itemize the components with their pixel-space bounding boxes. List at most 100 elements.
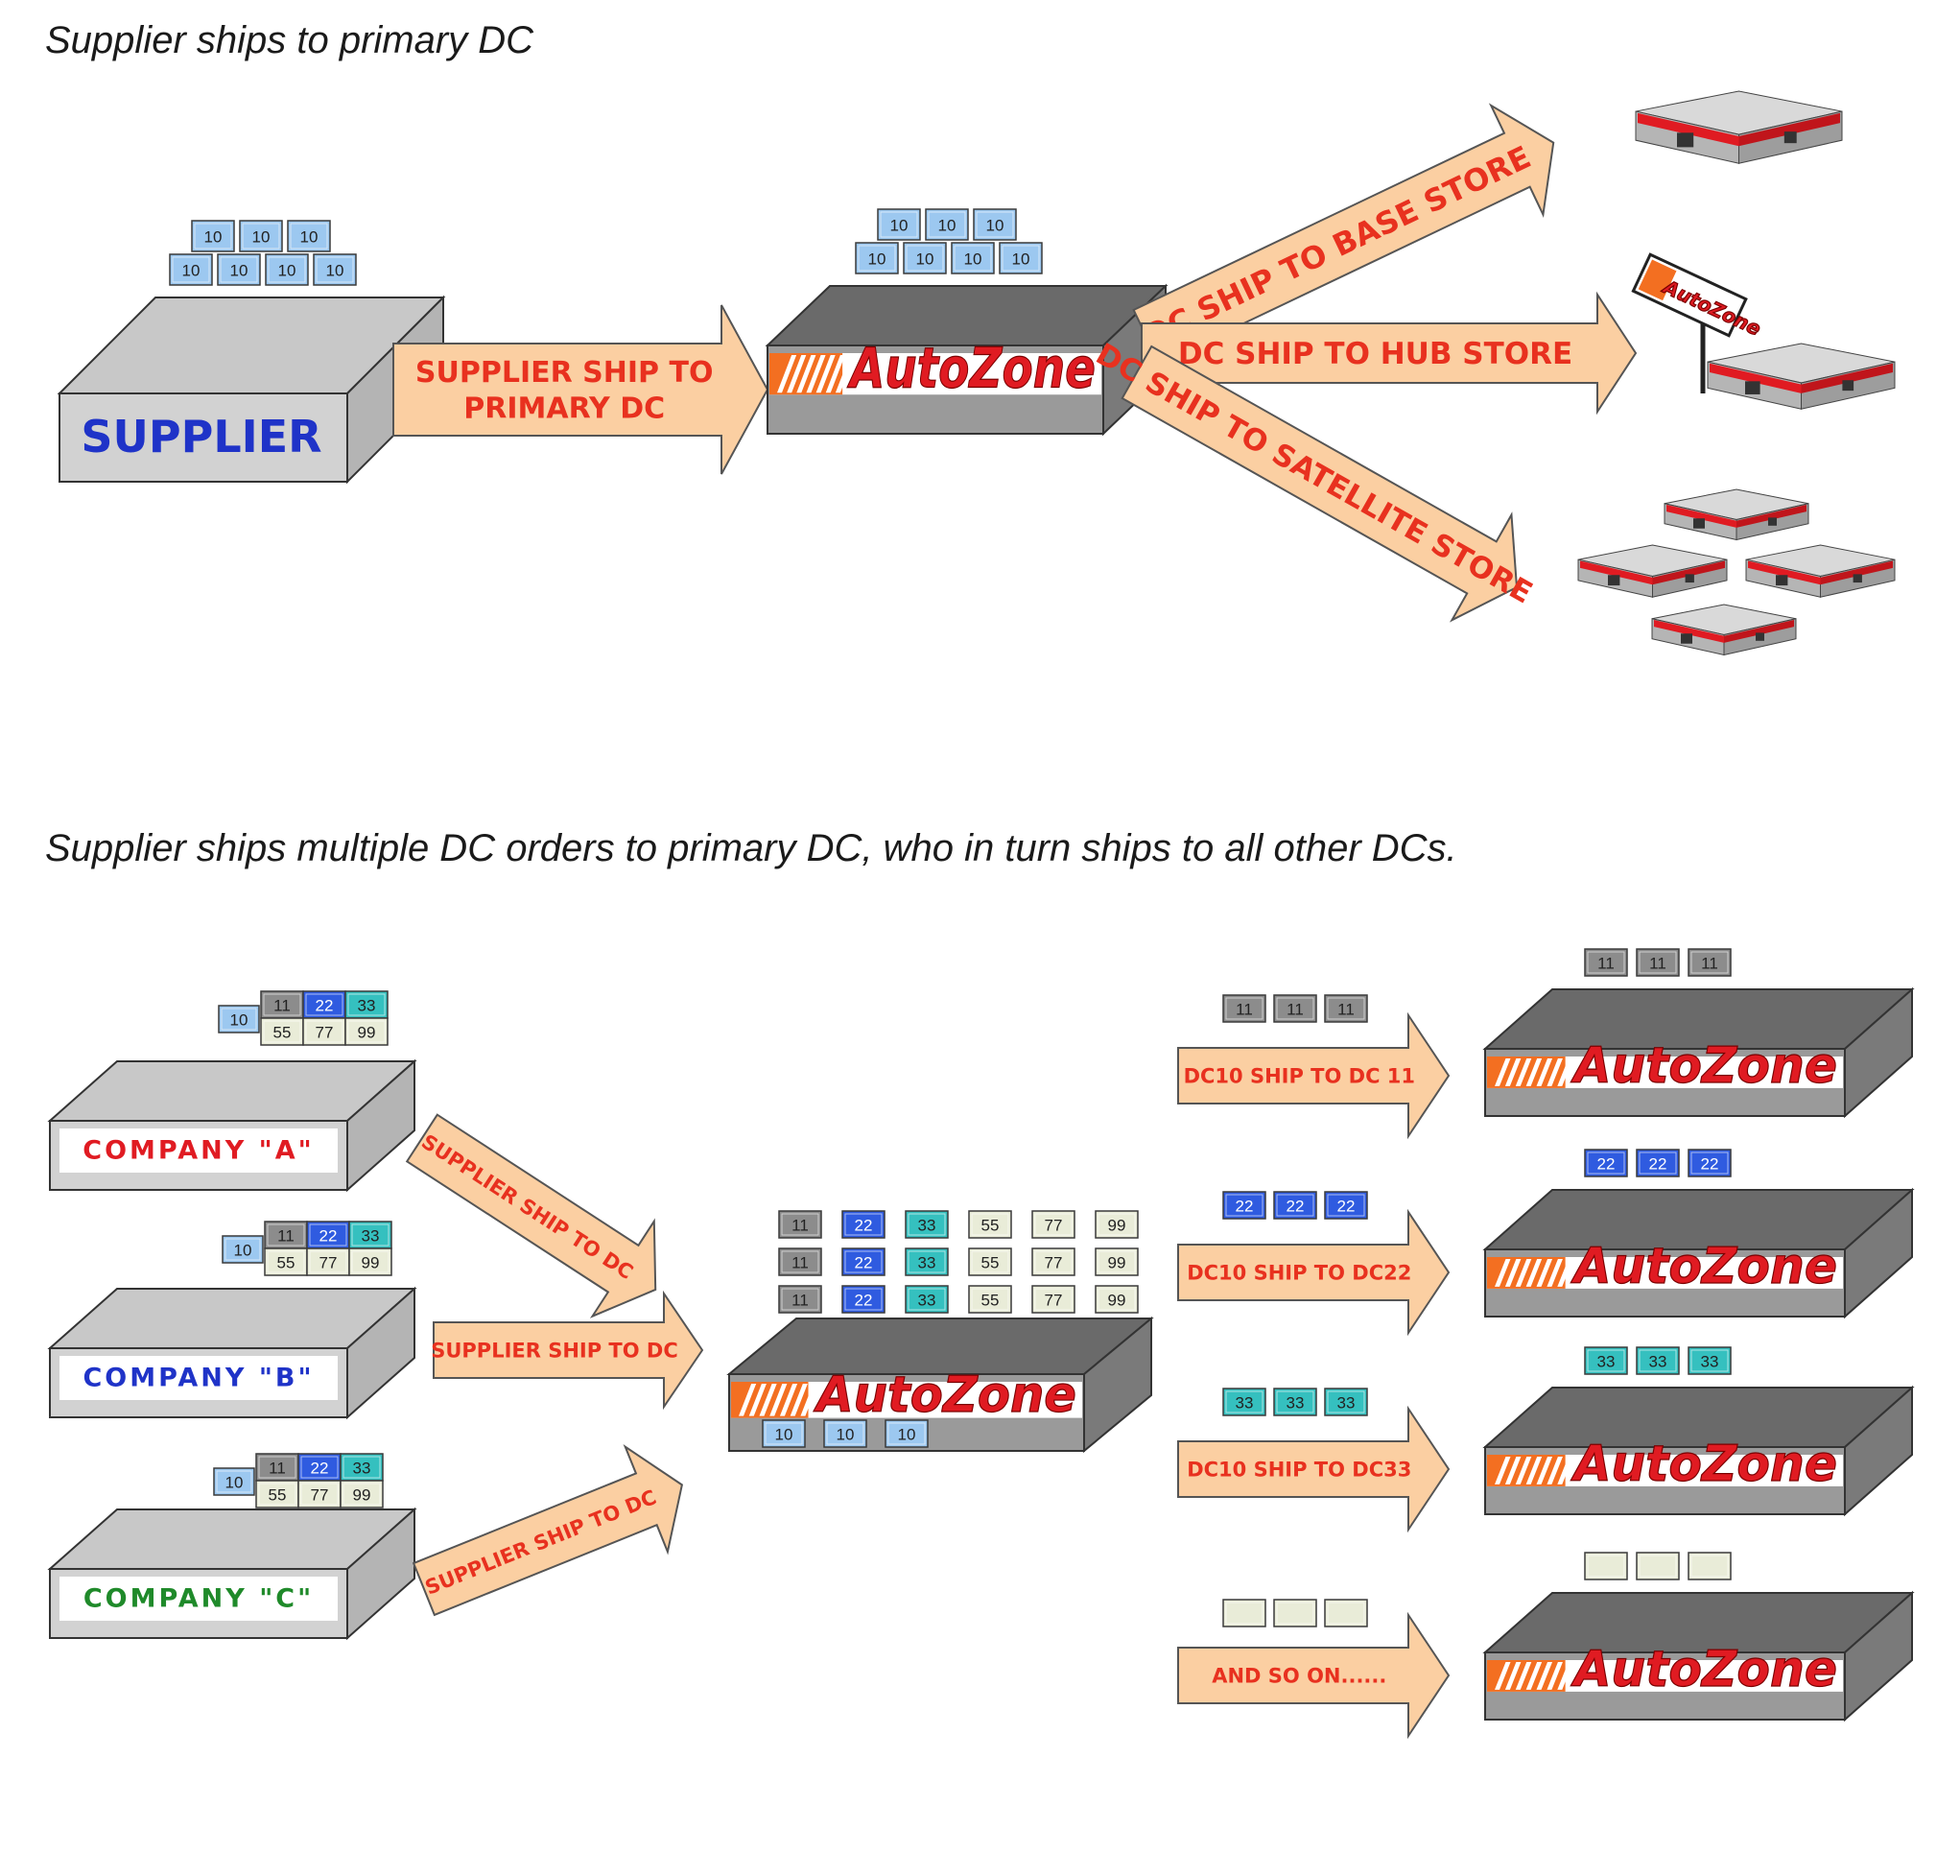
carton-code: 11 [273, 997, 291, 1015]
logo-wordmark: AutoZone [1570, 1037, 1837, 1095]
carton-box-face [903, 242, 947, 274]
store-window [1783, 131, 1797, 144]
store-red-fascia-right [1652, 560, 1725, 585]
order-carton: 77 [306, 1247, 350, 1276]
order-carton: 11 [255, 1453, 299, 1482]
supplier-carton: 10 [287, 220, 331, 252]
carton-code: 10 [775, 1426, 793, 1444]
carton-box-face [823, 1419, 867, 1448]
company-label-plate [59, 1128, 338, 1173]
carton-box-inner [342, 1483, 381, 1506]
route-carton [1222, 1599, 1266, 1627]
carton-box-inner [1690, 1152, 1729, 1175]
route-carton: 11 [1324, 994, 1368, 1023]
carton-box-inner [1034, 1213, 1073, 1236]
carton-code: 11 [1287, 1001, 1304, 1019]
carton-box-inner [1639, 951, 1677, 974]
primary-dc-building: AutoZone [765, 283, 1169, 437]
carton-box-inner [826, 1422, 864, 1445]
carton-code: 22 [1649, 1155, 1667, 1174]
arrow-shape [1177, 1405, 1451, 1533]
dc-outbound-carton: 33 [905, 1247, 949, 1276]
destination-carton: 33 [1636, 1346, 1680, 1375]
logo-slash [806, 355, 826, 393]
logo-slash [1536, 1058, 1553, 1086]
autozone-logo: AutoZone [731, 1365, 1082, 1424]
destination-carton [1584, 1552, 1628, 1580]
arrow-dc-route: DC10 SHIP TO DC33 [1177, 1405, 1451, 1533]
logo-slash [1536, 1662, 1553, 1690]
carton-box-inner [971, 1250, 1009, 1273]
carton-box-inner [887, 1422, 926, 1445]
carton-box-inner [1690, 1349, 1729, 1372]
order-carton: 33 [340, 1453, 384, 1482]
hub-sign-stripe [1638, 259, 1677, 301]
carton-box-inner [267, 1250, 305, 1273]
supplier-carton: 10 [239, 220, 283, 252]
carton-code: 77 [319, 1254, 338, 1272]
logo-slash [1515, 1662, 1532, 1690]
route-carton: 33 [1222, 1388, 1266, 1416]
caption-supplier-ships-to-primary-dc: Supplier ships to primary DC [45, 19, 534, 61]
order-carton: 77 [297, 1480, 342, 1508]
order-carton: 11 [260, 990, 304, 1019]
store-red-fascia-right [1801, 363, 1893, 393]
carton-box-face [1222, 1599, 1266, 1627]
carton-box-face [905, 1247, 949, 1276]
logo-slash [1557, 1259, 1573, 1287]
carton-box-face [1031, 1247, 1075, 1276]
kept-carton: 10 [823, 1419, 867, 1448]
carton-box-inner [858, 245, 896, 272]
carton-box-inner [347, 1020, 386, 1043]
carton-box-face [222, 1235, 264, 1264]
carton-code: 33 [1701, 1353, 1719, 1371]
carton-code: 10 [225, 1474, 244, 1492]
logo-slash [759, 1384, 777, 1416]
carton-box-inner [290, 223, 328, 249]
logo-slash [787, 355, 807, 393]
satellite-store-icon [1664, 488, 1809, 541]
carton-code: 55 [277, 1254, 295, 1272]
carton-box-face [855, 242, 899, 274]
carton-code: 33 [918, 1292, 936, 1310]
store-red-fascia-right [1738, 112, 1840, 147]
carton-box-face [1636, 1552, 1680, 1580]
logo-slash [790, 1384, 808, 1416]
route-carton: 11 [1222, 994, 1266, 1023]
carton-code: 10 [234, 1242, 252, 1260]
logo-slash [1547, 1662, 1563, 1690]
arrow-label: DC SHIP TO BASE STORE [1139, 138, 1537, 353]
carton-code: 99 [358, 1024, 376, 1042]
satellite-store-icon [1651, 604, 1797, 656]
store-red-fascia-left [1666, 504, 1736, 528]
logo-wordmark: AutoZone [1570, 1436, 1837, 1493]
carton-code: 22 [855, 1292, 873, 1310]
kept-carton: 10 [762, 1419, 806, 1448]
logo-slash [1504, 1457, 1522, 1484]
carton-box-inner [268, 256, 306, 283]
carton-code: 10 [986, 217, 1004, 235]
route-carton [1324, 1599, 1368, 1627]
satellite-store-icon [1577, 544, 1728, 598]
carton-code: 22 [1236, 1198, 1254, 1216]
logo-wordmark: AutoZone [847, 335, 1096, 400]
order-carton: 55 [264, 1247, 308, 1276]
logo-slash [800, 1384, 818, 1416]
dc-carton: 10 [903, 242, 947, 274]
store-red-fascia-left [1580, 560, 1653, 585]
autozone-logo: AutoZone [769, 335, 1101, 401]
dc-outbound-carton: 55 [968, 1210, 1012, 1239]
carton-box-inner [971, 1213, 1009, 1236]
logo-slash [825, 355, 845, 393]
carton-box-inner [1587, 1349, 1625, 1372]
kept-carton: 10 [885, 1419, 929, 1448]
destination-dc-building: AutoZone [1482, 1385, 1915, 1517]
logo-slash [1557, 1058, 1573, 1086]
carton-box-inner [351, 1250, 390, 1273]
carton-code: 10 [890, 217, 909, 235]
logo-slash [1515, 1457, 1532, 1484]
logo-slash [1536, 1457, 1553, 1484]
carton-box-face [1324, 1388, 1368, 1416]
logo-slash [1515, 1259, 1532, 1287]
